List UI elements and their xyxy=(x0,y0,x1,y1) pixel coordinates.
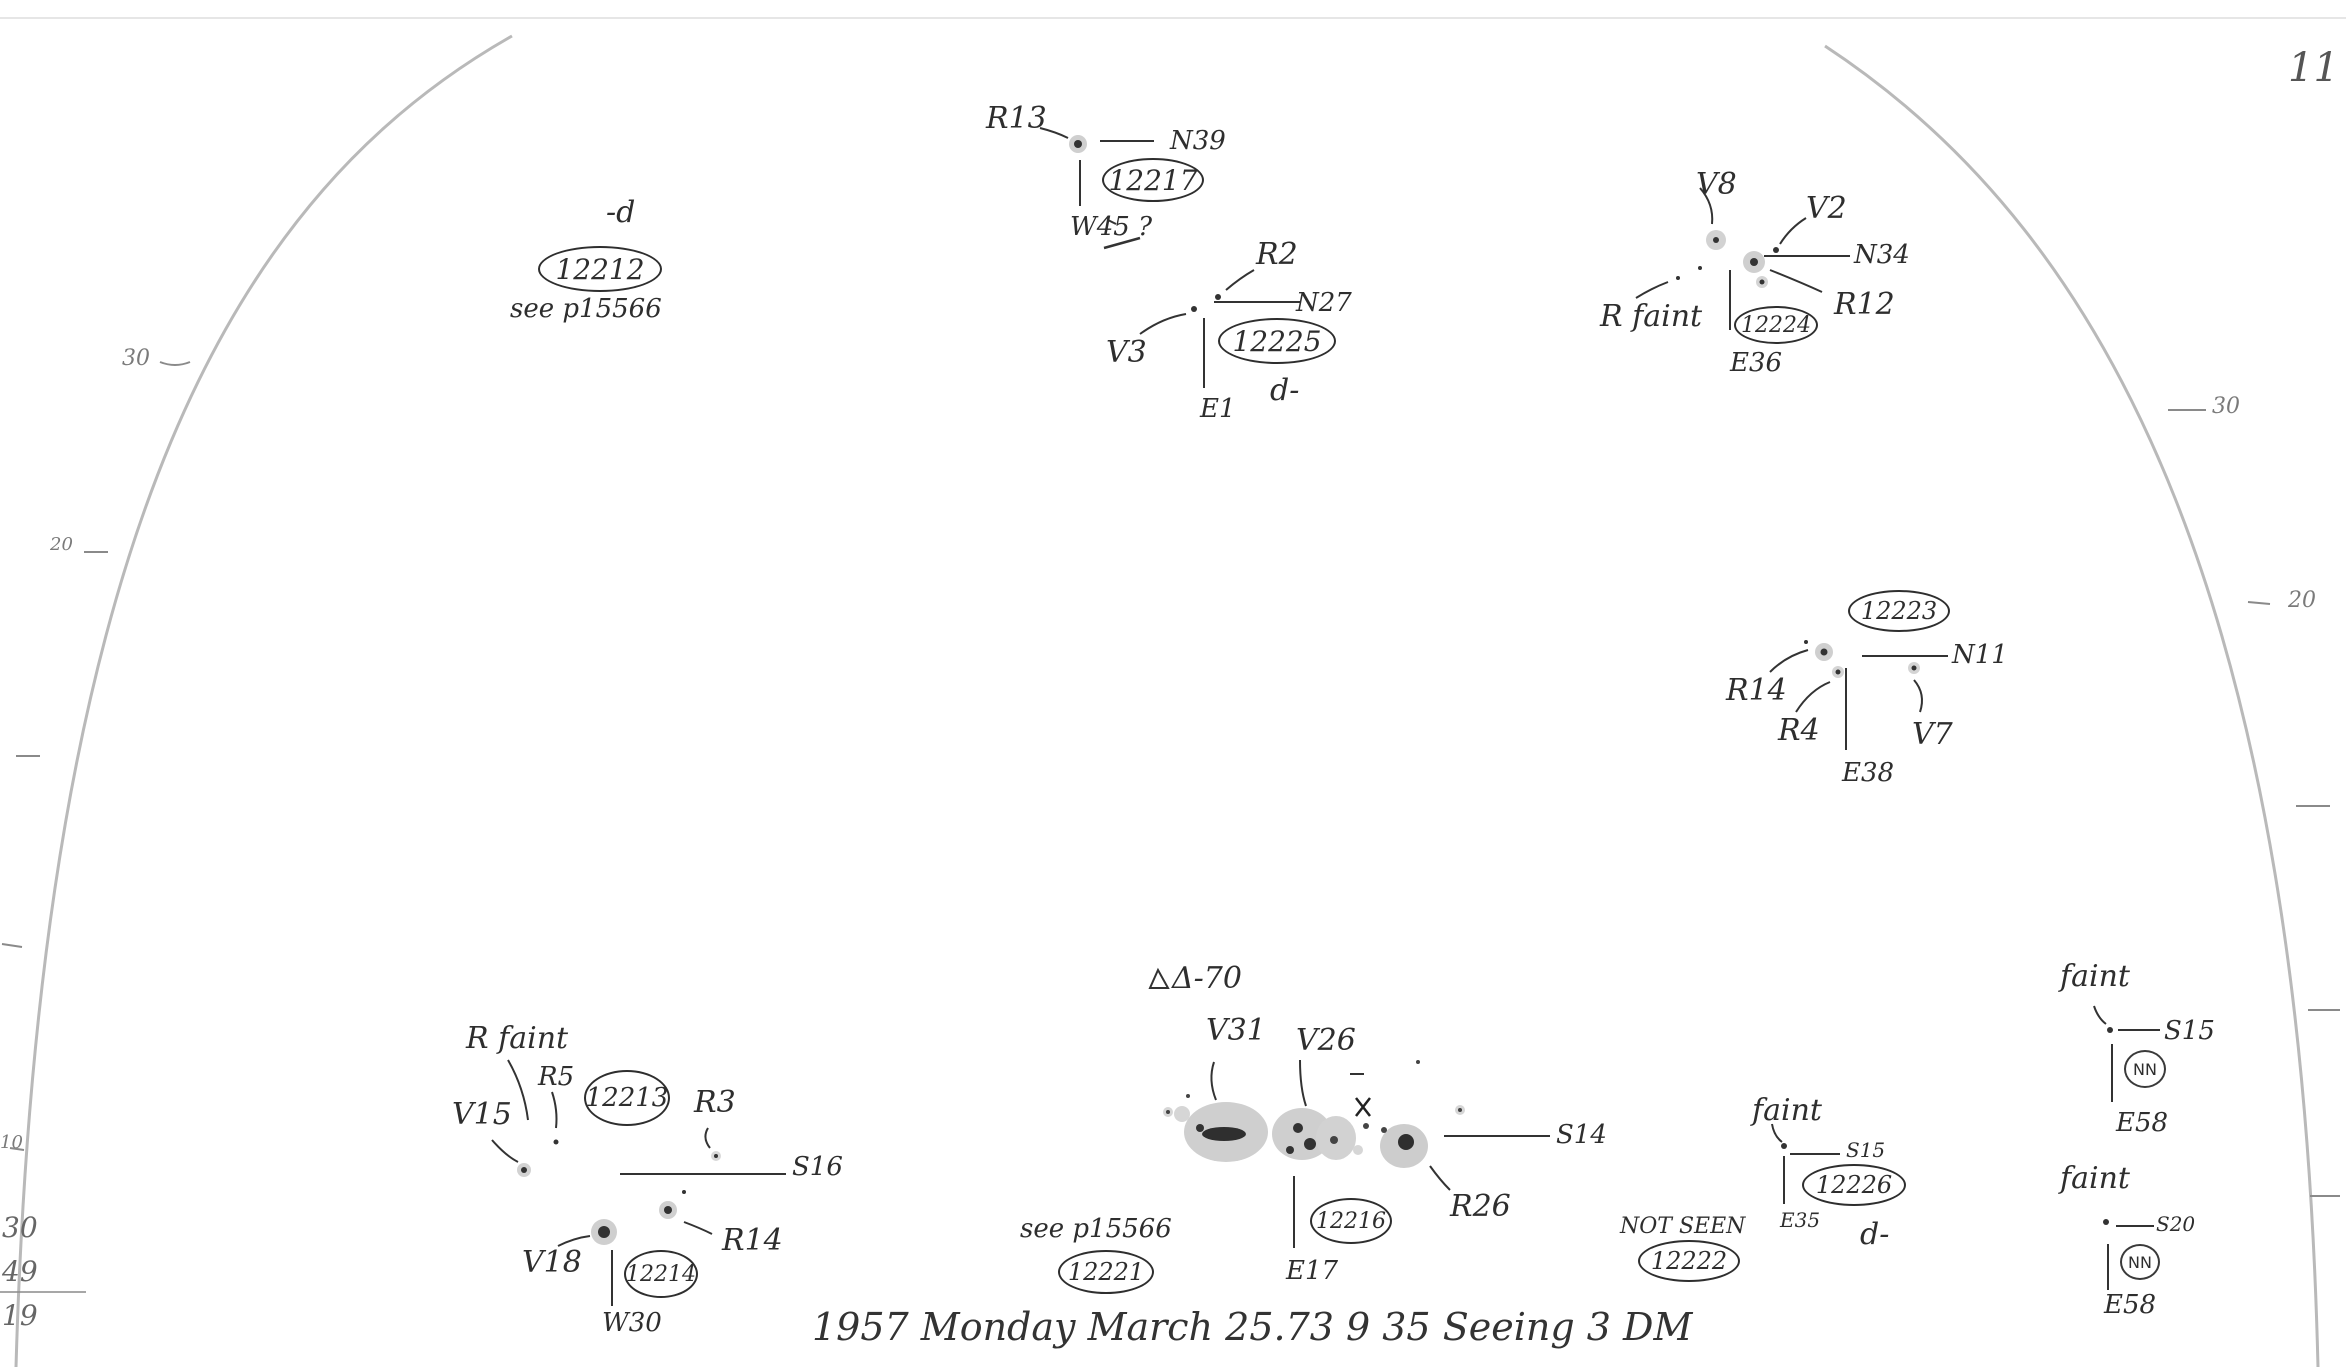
region-nn-s15-number: NN xyxy=(2124,1050,2166,1088)
region-12225-sketch xyxy=(1139,269,1300,388)
region-12216-label-r26: R26 xyxy=(1450,1189,1511,1224)
region-12214-label-r14: R14 xyxy=(722,1223,783,1258)
region-12225-latitude: N27 xyxy=(1296,288,1352,318)
region-12213-label-r3: R3 xyxy=(694,1085,736,1120)
region-12216-sketch xyxy=(1148,967,1550,1248)
region-12226-number: 12226 xyxy=(1802,1164,1906,1206)
region-12222-number: 12222 xyxy=(1638,1240,1740,1282)
region-12214-sketch xyxy=(557,1190,713,1306)
region-12226-longitude: E35 xyxy=(1780,1208,1821,1232)
region-nn-s15-label-faint: faint xyxy=(2060,959,2130,994)
region-12224-label-rfaint: R faint xyxy=(1600,299,1703,334)
region-nn-s15-longitude: E58 xyxy=(2116,1108,2169,1138)
region-12225-label-r2: R2 xyxy=(1256,237,1298,272)
region-nn-s20-sketch xyxy=(2103,1219,2154,1290)
region-12217-longitude: W45 ? xyxy=(1070,212,1153,242)
region-12212-note: see p15566 xyxy=(510,294,662,324)
region-12221-note: see p15566 xyxy=(1020,1214,1172,1244)
region-12224-longitude: E36 xyxy=(1730,348,1783,378)
region-nn-s15-sketch xyxy=(2093,1005,2160,1102)
region-12223-number: 12223 xyxy=(1848,590,1950,632)
region-12224-label-r12: R12 xyxy=(1834,287,1895,322)
region-12213-latitude: S16 xyxy=(792,1152,843,1182)
region-12213-number: 12213 xyxy=(584,1070,670,1126)
corner-page-mark: 11 xyxy=(2288,45,2339,91)
region-12213-sketch xyxy=(491,1059,786,1177)
region-12213-label-rfaint: R faint xyxy=(466,1021,569,1056)
region-12212-number: 12212 xyxy=(538,246,662,292)
region-nn-s20-latitude: S20 xyxy=(2156,1212,2196,1236)
region-nn-s20-longitude: E58 xyxy=(2104,1290,2157,1320)
region-12225-mark: d- xyxy=(1270,373,1300,408)
footer-observation-line: 1957 Monday March 25.73 9 35 Seeing 3 DM xyxy=(812,1305,1693,1349)
region-12217-label-r13: R13 xyxy=(986,101,1047,136)
region-12216-mark: Δ-70 xyxy=(1172,961,1242,996)
region-nn-s15-latitude: S15 xyxy=(2164,1016,2215,1046)
region-12225-number: 12225 xyxy=(1218,318,1336,364)
region-12224-label-v2: V2 xyxy=(1806,191,1847,226)
region-12225-label-v3: V3 xyxy=(1106,335,1147,370)
region-12213-label-r5: R5 xyxy=(538,1062,575,1092)
limb-tick-left-20: 20 xyxy=(50,534,73,555)
region-12224-number: 12224 xyxy=(1734,306,1818,344)
region-12223-label-r14: R14 xyxy=(1726,673,1787,708)
region-12217-latitude: N39 xyxy=(1170,126,1226,156)
region-12214-number: 12214 xyxy=(624,1250,698,1298)
region-12224-latitude: N34 xyxy=(1854,240,1910,270)
solar-limb-left xyxy=(14,34,513,1367)
region-12223-label-r4: R4 xyxy=(1778,713,1820,748)
limb-tick-left-30: 30 xyxy=(122,346,150,371)
region-12217-sketch xyxy=(1039,127,1154,250)
margin-tally-1: 30 xyxy=(2,1211,38,1244)
limb-tick-right-30: 30 xyxy=(2212,394,2240,419)
margin-tally-2: 49 xyxy=(2,1255,38,1288)
margin-tally-3: 19 xyxy=(2,1299,38,1332)
region-12226-latitude: S15 xyxy=(1846,1138,1886,1162)
region-12216-longitude: E17 xyxy=(1286,1256,1339,1286)
region-12224-sketch xyxy=(1635,187,1850,330)
region-nn-s20-number: NN xyxy=(2120,1244,2160,1280)
region-12216-label-v26: V26 xyxy=(1296,1023,1356,1058)
region-12223-label-v7: V7 xyxy=(1912,717,1953,752)
region-12226-mark: d- xyxy=(1860,1217,1890,1252)
region-12226-label-faint: faint xyxy=(1752,1093,1822,1128)
region-12225-longitude: E1 xyxy=(1200,394,1236,424)
region-12226-sketch xyxy=(1771,1123,1840,1204)
region-12214-longitude: W30 xyxy=(602,1308,662,1338)
region-12216-label-v31: V31 xyxy=(1206,1013,1266,1048)
region-12223-longitude: E38 xyxy=(1842,758,1895,788)
region-12223-sketch xyxy=(1769,640,1948,750)
region-12223-latitude: N11 xyxy=(1952,640,2008,670)
region-12224-label-v8: V8 xyxy=(1696,167,1737,202)
region-12216-latitude: S14 xyxy=(1556,1120,1607,1150)
region-12216-number: 12216 xyxy=(1310,1198,1392,1244)
limb-tick-right-20: 20 xyxy=(2288,588,2316,613)
region-12214-label-v18: V18 xyxy=(522,1245,582,1280)
region-12212-mark: -d xyxy=(606,195,636,230)
region-nn-s20-label-faint: faint xyxy=(2060,1161,2130,1196)
limb-tick-left-10: 10 xyxy=(0,1132,23,1153)
region-12222-note: NOT SEEN xyxy=(1620,1214,1746,1239)
region-12221-number: 12221 xyxy=(1058,1250,1154,1294)
region-12217-number: 12217 xyxy=(1102,158,1204,202)
solar-limb-right xyxy=(1824,44,2320,1367)
region-12213-label-v15: V15 xyxy=(452,1097,512,1132)
